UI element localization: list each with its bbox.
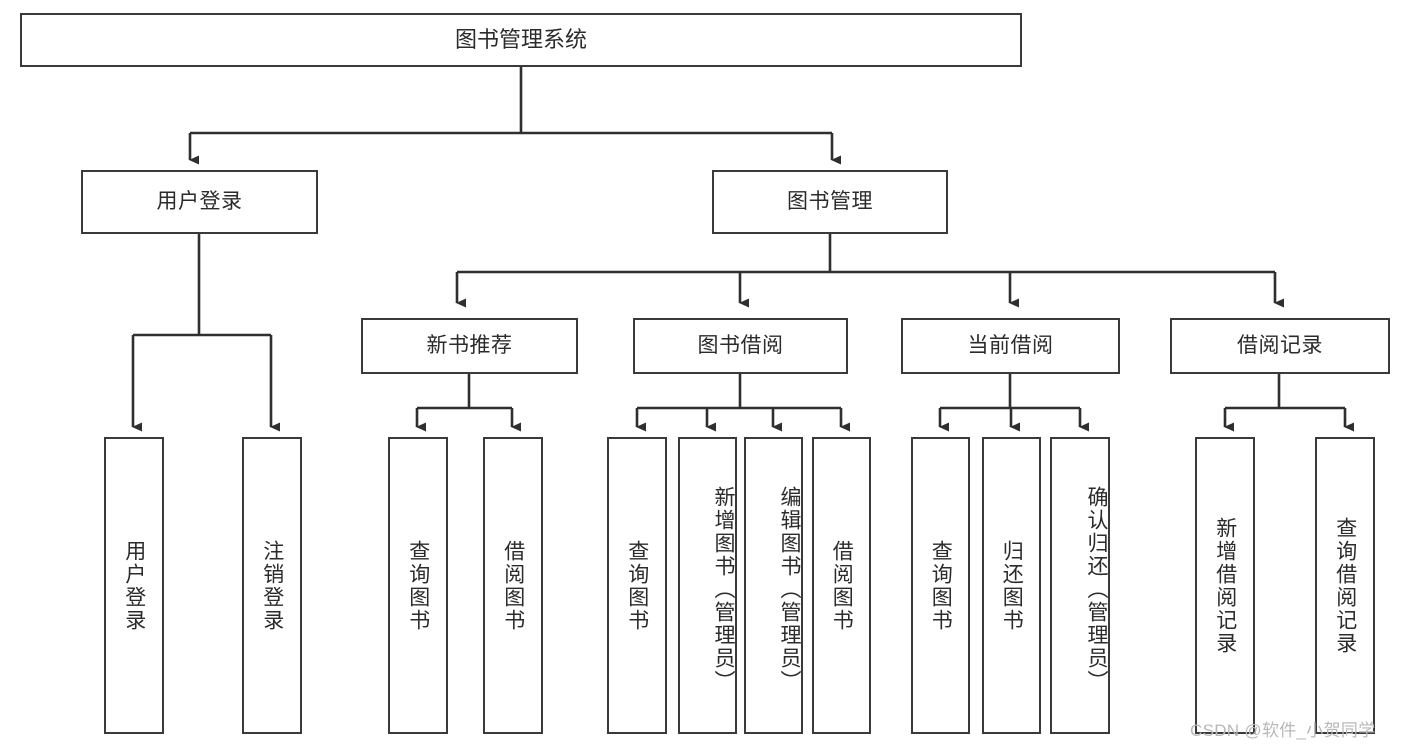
leaf-add-book-admin[interactable]: 新增图书（管理员） xyxy=(678,437,737,734)
leaf-confirm-return-admin[interactable]: 确认归还（管理员） xyxy=(1050,437,1110,734)
leaf-query-book-borrow[interactable]: 查询图书 xyxy=(607,437,667,734)
node-root-system[interactable]: 图书管理系统 xyxy=(20,13,1022,67)
node-user-login[interactable]: 用户登录 xyxy=(81,170,318,234)
node-new-book-recommend[interactable]: 新书推荐 xyxy=(361,318,578,374)
leaf-query-borrow-record[interactable]: 查询借阅记录 xyxy=(1315,437,1375,734)
node-label: 新书推荐 xyxy=(426,334,513,358)
node-label: 借阅图书 xyxy=(501,539,525,632)
leaf-return-book[interactable]: 归还图书 xyxy=(982,437,1041,734)
leaf-query-book-current[interactable]: 查询图书 xyxy=(911,437,970,734)
node-label: 查询图书 xyxy=(406,539,430,632)
node-label: 图书管理 xyxy=(787,190,873,214)
node-borrow-record[interactable]: 借阅记录 xyxy=(1170,318,1390,374)
leaf-borrow-book-recommend[interactable]: 借阅图书 xyxy=(483,437,543,734)
node-label: 当前借阅 xyxy=(967,334,1054,358)
node-label: 编辑图书（管理员） xyxy=(778,486,801,693)
csdn-watermark: CSDN @软件_小贺同学 xyxy=(1190,721,1376,740)
node-label: 新增图书（管理员） xyxy=(712,486,735,693)
node-label: 图书借阅 xyxy=(697,334,784,358)
node-label: 确认归还（管理员） xyxy=(1085,486,1108,693)
node-book-borrow[interactable]: 图书借阅 xyxy=(633,318,848,374)
node-label: 查询借阅记录 xyxy=(1333,516,1357,655)
leaf-query-book-recommend[interactable]: 查询图书 xyxy=(388,437,448,734)
node-label: 查询图书 xyxy=(625,539,649,632)
node-label: 查询图书 xyxy=(929,539,953,632)
node-label: 用户登录 xyxy=(122,539,146,632)
node-label: 借阅记录 xyxy=(1237,334,1323,358)
leaf-user-login[interactable]: 用户登录 xyxy=(104,437,164,734)
node-book-management[interactable]: 图书管理 xyxy=(712,170,948,234)
leaf-add-borrow-record[interactable]: 新增借阅记录 xyxy=(1195,437,1255,734)
node-label: 用户登录 xyxy=(156,190,243,214)
node-label: 图书管理系统 xyxy=(454,26,587,52)
node-label: 借阅图书 xyxy=(830,539,854,632)
leaf-edit-book-admin[interactable]: 编辑图书（管理员） xyxy=(744,437,803,734)
node-label: 新增借阅记录 xyxy=(1213,516,1237,655)
node-label: 归还图书 xyxy=(1000,539,1024,632)
leaf-borrow-book[interactable]: 借阅图书 xyxy=(812,437,871,734)
leaf-logout[interactable]: 注销登录 xyxy=(242,437,302,734)
node-label: 注销登录 xyxy=(260,539,284,632)
node-current-borrow[interactable]: 当前借阅 xyxy=(901,318,1120,374)
